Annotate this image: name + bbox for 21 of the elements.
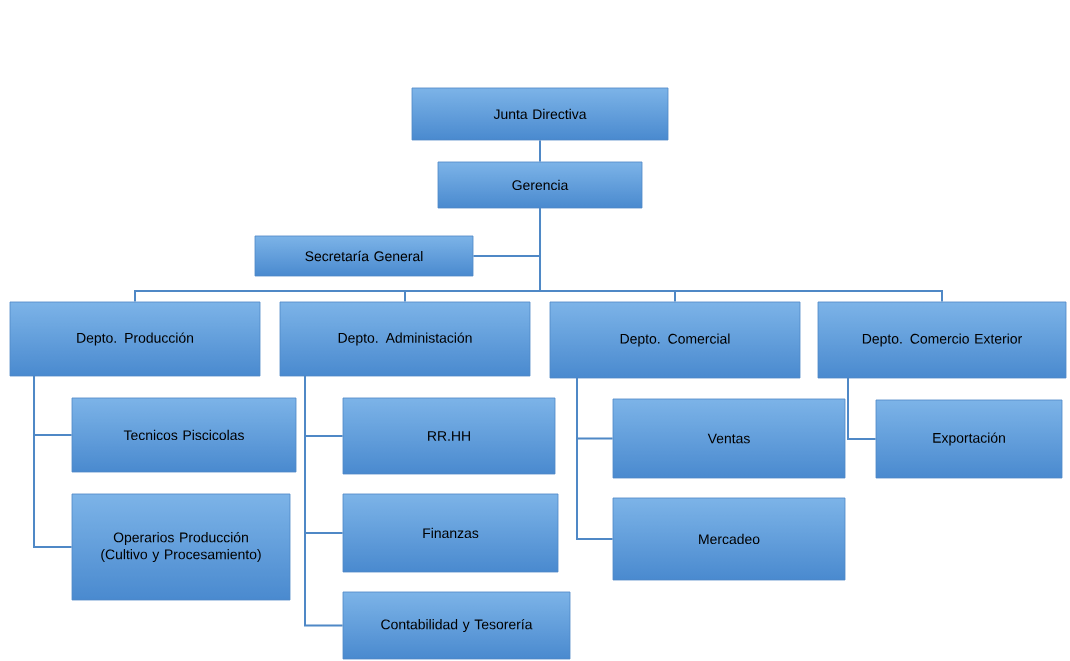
connector-line bbox=[539, 139, 541, 163]
org-box: Secretaría General bbox=[254, 235, 474, 277]
org-box: Operarios Producción (Cultivo y Procesamiento) bbox=[71, 493, 291, 601]
connector-line bbox=[539, 207, 943, 303]
connector-line bbox=[304, 375, 344, 627]
connector-line bbox=[576, 377, 614, 540]
org-box: Depto. Comercio Exterior bbox=[817, 301, 1067, 379]
org-box: Mercadeo bbox=[612, 497, 846, 581]
org-box: Depto. Administación bbox=[279, 301, 531, 377]
org-box: Gerencia bbox=[437, 161, 643, 209]
org-box: Finanzas bbox=[342, 493, 559, 573]
org-box: Ventas bbox=[612, 398, 846, 479]
connector-line bbox=[33, 375, 73, 548]
org-box: Exportación bbox=[875, 399, 1063, 479]
org-box: Depto. Producción bbox=[9, 301, 261, 377]
org-box: RR.HH bbox=[342, 397, 556, 475]
org-box: Tecnicos Piscicolas bbox=[71, 397, 297, 473]
org-box: Junta Directiva bbox=[411, 87, 669, 141]
org-box: Contabilidad y Tesorería bbox=[342, 591, 571, 660]
org-box: Depto. Comercial bbox=[549, 301, 801, 379]
connector-line bbox=[847, 377, 877, 440]
